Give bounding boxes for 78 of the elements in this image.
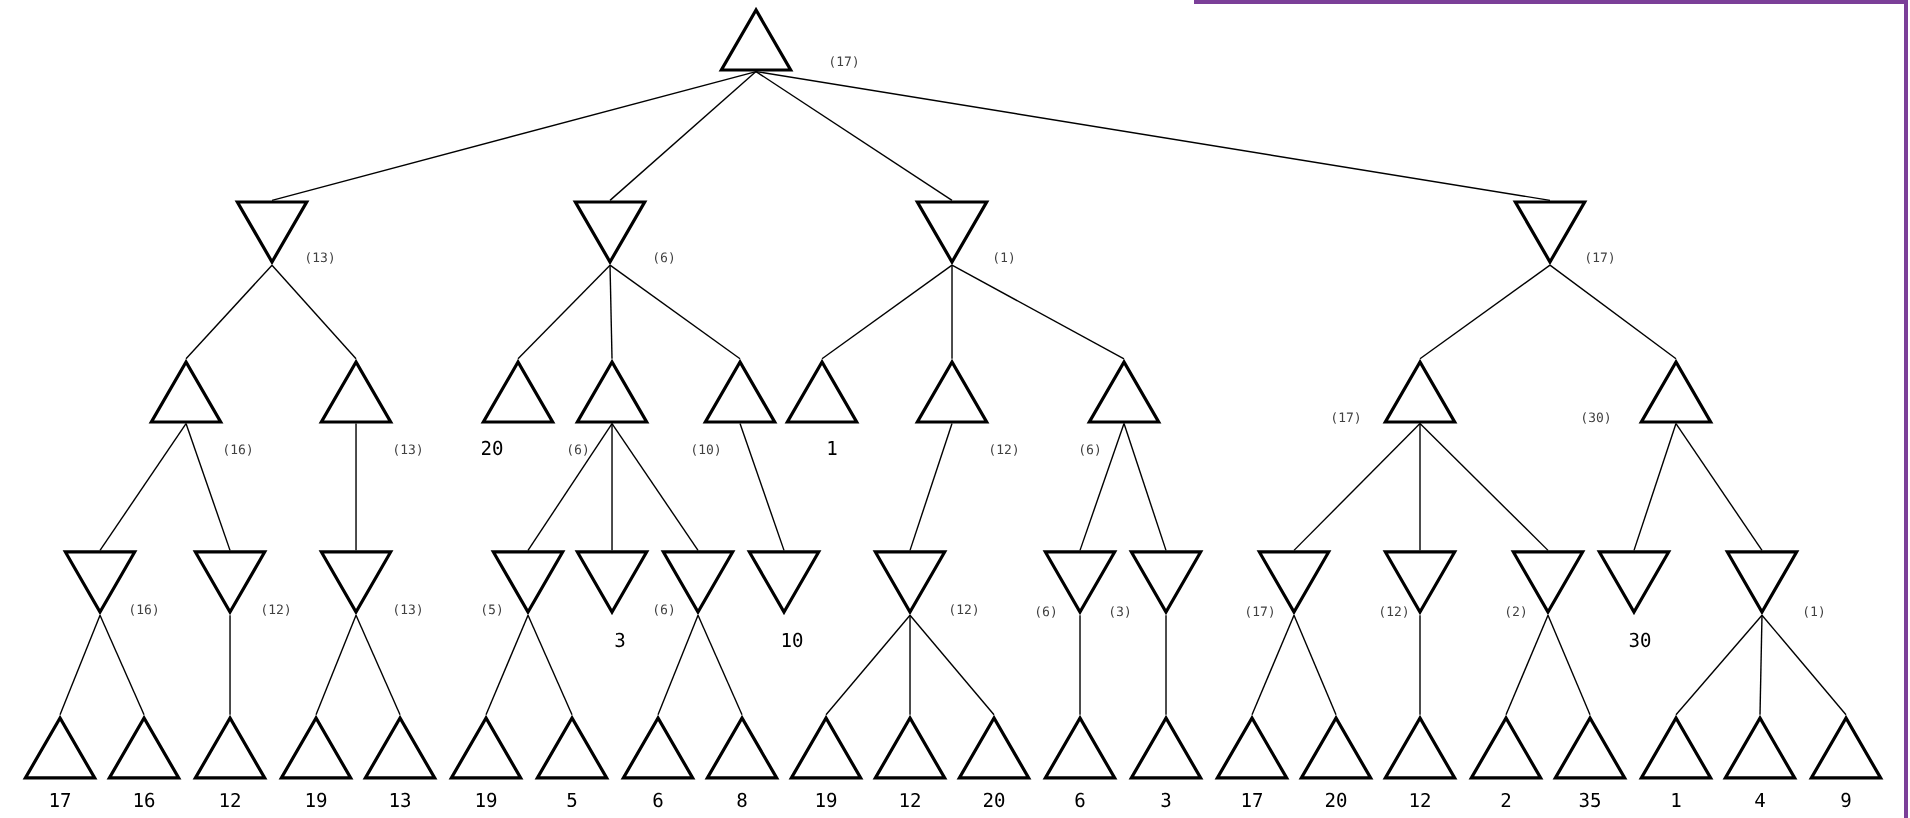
tree-edge: [1675, 422, 1763, 552]
leaf-value: 3: [615, 632, 625, 648]
leaf-value: 2: [1501, 792, 1511, 807]
leaf-value: 19: [306, 792, 327, 808]
tree-edge: [1079, 614, 1081, 716]
tree-edge: [1633, 422, 1677, 552]
leaf-value: 20: [984, 792, 1005, 808]
leaf-value: 12: [1410, 792, 1430, 807]
tree-edge: [609, 264, 741, 360]
leaf-value: 10: [782, 632, 803, 648]
tree-edge: [1165, 614, 1167, 716]
tree-edge: [697, 614, 743, 716]
leaf-value: 30: [1629, 632, 1651, 648]
tree-edge: [909, 614, 911, 716]
tree-edge: [611, 422, 699, 552]
tree-edge: [951, 264, 953, 360]
tree-edge: [1549, 264, 1677, 360]
leaf-value: 12: [220, 792, 240, 807]
leaf-value: 6: [1075, 792, 1085, 808]
tree-edge: [657, 614, 699, 716]
tree-edge: [485, 614, 529, 716]
leaf-value: 3: [1161, 792, 1171, 808]
tree-edge: [821, 264, 953, 360]
leaf-value: 19: [476, 792, 497, 808]
tree-edge: [951, 264, 1125, 360]
tree-edge: [185, 264, 273, 360]
tree-edge: [355, 614, 401, 716]
tree-edge: [99, 614, 145, 716]
tree-edge: [1547, 614, 1591, 716]
tree-edge: [99, 422, 187, 552]
leaf-value: 1: [828, 441, 837, 455]
tree-edge: [527, 614, 573, 716]
leaf-value: 6: [653, 792, 663, 808]
tree-edge: [229, 614, 231, 716]
leaf-value: 19: [816, 792, 837, 808]
tree-edge: [609, 264, 613, 360]
tree-edge: [1759, 614, 1763, 716]
tree-edge: [755, 70, 1551, 202]
leaf-value: 12: [900, 792, 920, 807]
tree-edge: [527, 422, 613, 552]
tree-edge: [1123, 422, 1167, 552]
tree-edge: [611, 422, 613, 552]
tree-edge: [825, 614, 911, 716]
tree-edge: [739, 422, 785, 552]
tree-edge: [185, 422, 231, 552]
leaf-value: 17: [1242, 793, 1262, 807]
leaf-value: 16: [134, 792, 155, 808]
leaf-value: 9: [1841, 792, 1851, 808]
tree-edge: [315, 614, 357, 716]
tree-edge: [271, 264, 357, 360]
tree-edge: [1079, 422, 1125, 552]
tree-edge: [1505, 614, 1549, 716]
tree-edge: [755, 70, 953, 202]
tree-edge: [355, 422, 357, 552]
tree-edge: [1419, 614, 1421, 716]
tree-edge: [909, 614, 995, 716]
tree-edge: [1293, 422, 1421, 552]
tree-edge: [1293, 614, 1337, 716]
leaf-value: 20: [482, 440, 503, 456]
tree-edge: [609, 70, 757, 202]
leaf-value: 5: [567, 792, 577, 808]
leaf-value: 17: [50, 793, 71, 807]
tree-edge: [1251, 614, 1295, 716]
leaf-value: 8: [737, 792, 747, 808]
leaf-value: 20: [1326, 792, 1347, 808]
tree-edge: [1419, 264, 1551, 360]
tree-edge: [1761, 614, 1847, 716]
tree-edge: [59, 614, 101, 716]
tree-edge: [271, 70, 757, 202]
tree-edge: [1675, 614, 1763, 716]
leaf-value: 13: [390, 792, 411, 808]
leaf-value: 35: [1579, 792, 1600, 808]
tree-edge: [909, 422, 953, 552]
tree-edge: [1419, 422, 1421, 552]
leaf-value: 4: [1755, 793, 1765, 807]
tree-edge: [517, 264, 611, 360]
tree-edge: [1419, 422, 1549, 552]
leaf-value: 1: [1672, 793, 1681, 807]
